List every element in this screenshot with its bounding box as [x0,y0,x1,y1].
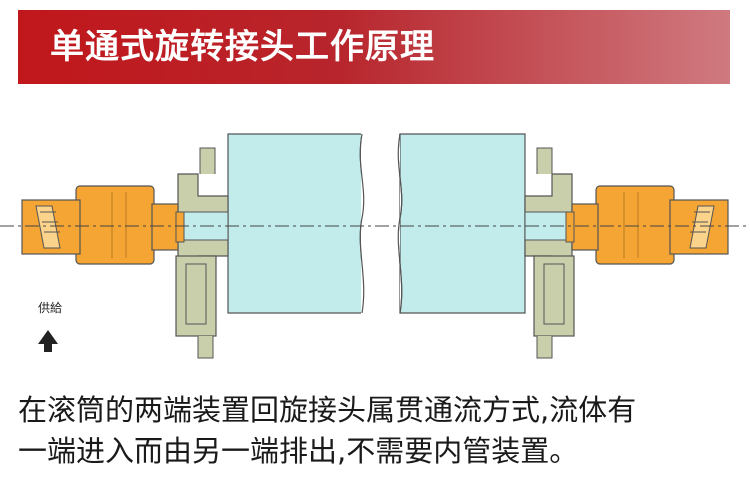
diagram-svg: 供給 [0,128,750,359]
roller-body-left [227,133,363,314]
header-banner: 单通式旋转接头工作原理 [18,10,730,84]
left-bearing-inner [185,263,207,325]
left-joint-tip [175,211,185,243]
page-title: 单通式旋转接头工作原理 [50,27,435,67]
right-joint-body [595,185,675,265]
caption: 在滚筒的两端装置回旋接头属贯通流方式,流体有 一端进入而由另一端排出,不需要内管… [18,390,732,472]
left-joint-body [75,185,155,265]
right-joint-tip [565,211,575,243]
left-joint-seal [35,205,61,249]
rotary-joint-diagram: 供給 [0,108,750,378]
right-joint-seal [689,205,715,249]
right-bearing-inner [543,263,565,325]
right-joint-nipple [571,203,599,251]
left-joint-nipple [151,203,179,251]
caption-line-2: 一端进入而由另一端排出,不需要内管装置。 [18,434,579,468]
caption-line-1: 在滚筒的两端装置回旋接头属贯通流方式,流体有 [18,393,637,427]
supply-arrow-icon [38,330,58,352]
supply-label: 供給 [38,301,62,315]
roller-body-right [399,133,526,314]
